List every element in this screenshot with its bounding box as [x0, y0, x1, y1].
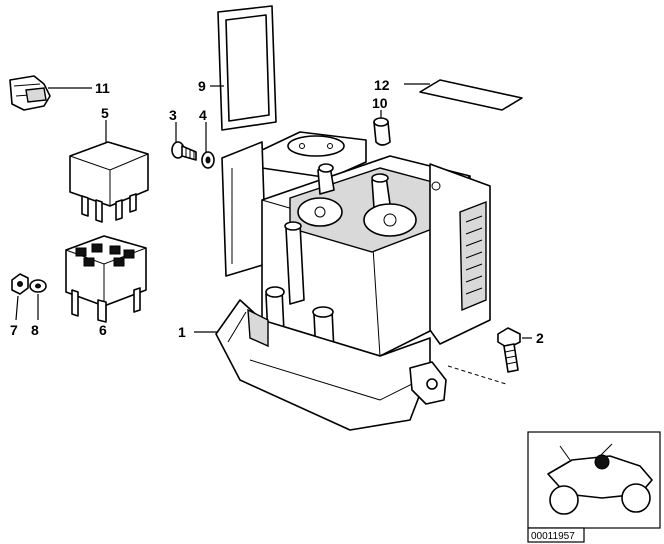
part-3-screw: [171, 122, 197, 161]
callout-4: 4: [199, 107, 207, 123]
part-11-clip: [9, 75, 92, 111]
part-7-nut: [11, 273, 29, 321]
part-1-abs-modulator: [194, 131, 491, 431]
part-5-relay: [69, 120, 149, 223]
part-9-gasket: [210, 5, 277, 131]
image-code-box: [527, 527, 585, 543]
image-code: 00011957: [531, 531, 575, 542]
part-4-washer: [201, 122, 215, 169]
part-12-label: [404, 79, 523, 111]
callout-10: 10: [372, 95, 388, 111]
callout-11: 11: [95, 80, 110, 96]
callout-1: 1: [178, 324, 186, 340]
motorcycle-locator-thumbnail: [527, 431, 661, 529]
part-8-washer: [29, 279, 47, 320]
callout-2: 2: [536, 330, 544, 346]
callout-5: 5: [101, 105, 109, 121]
callout-7: 7: [10, 322, 18, 338]
part-2-bolt: [447, 327, 532, 385]
part-10-cap: [373, 110, 391, 146]
callout-6: 6: [99, 322, 107, 338]
callout-12: 12: [374, 77, 390, 93]
callout-9: 9: [198, 78, 206, 94]
callout-3: 3: [169, 107, 177, 123]
callout-8: 8: [31, 322, 39, 338]
part-6-relay-socket: [65, 235, 147, 323]
